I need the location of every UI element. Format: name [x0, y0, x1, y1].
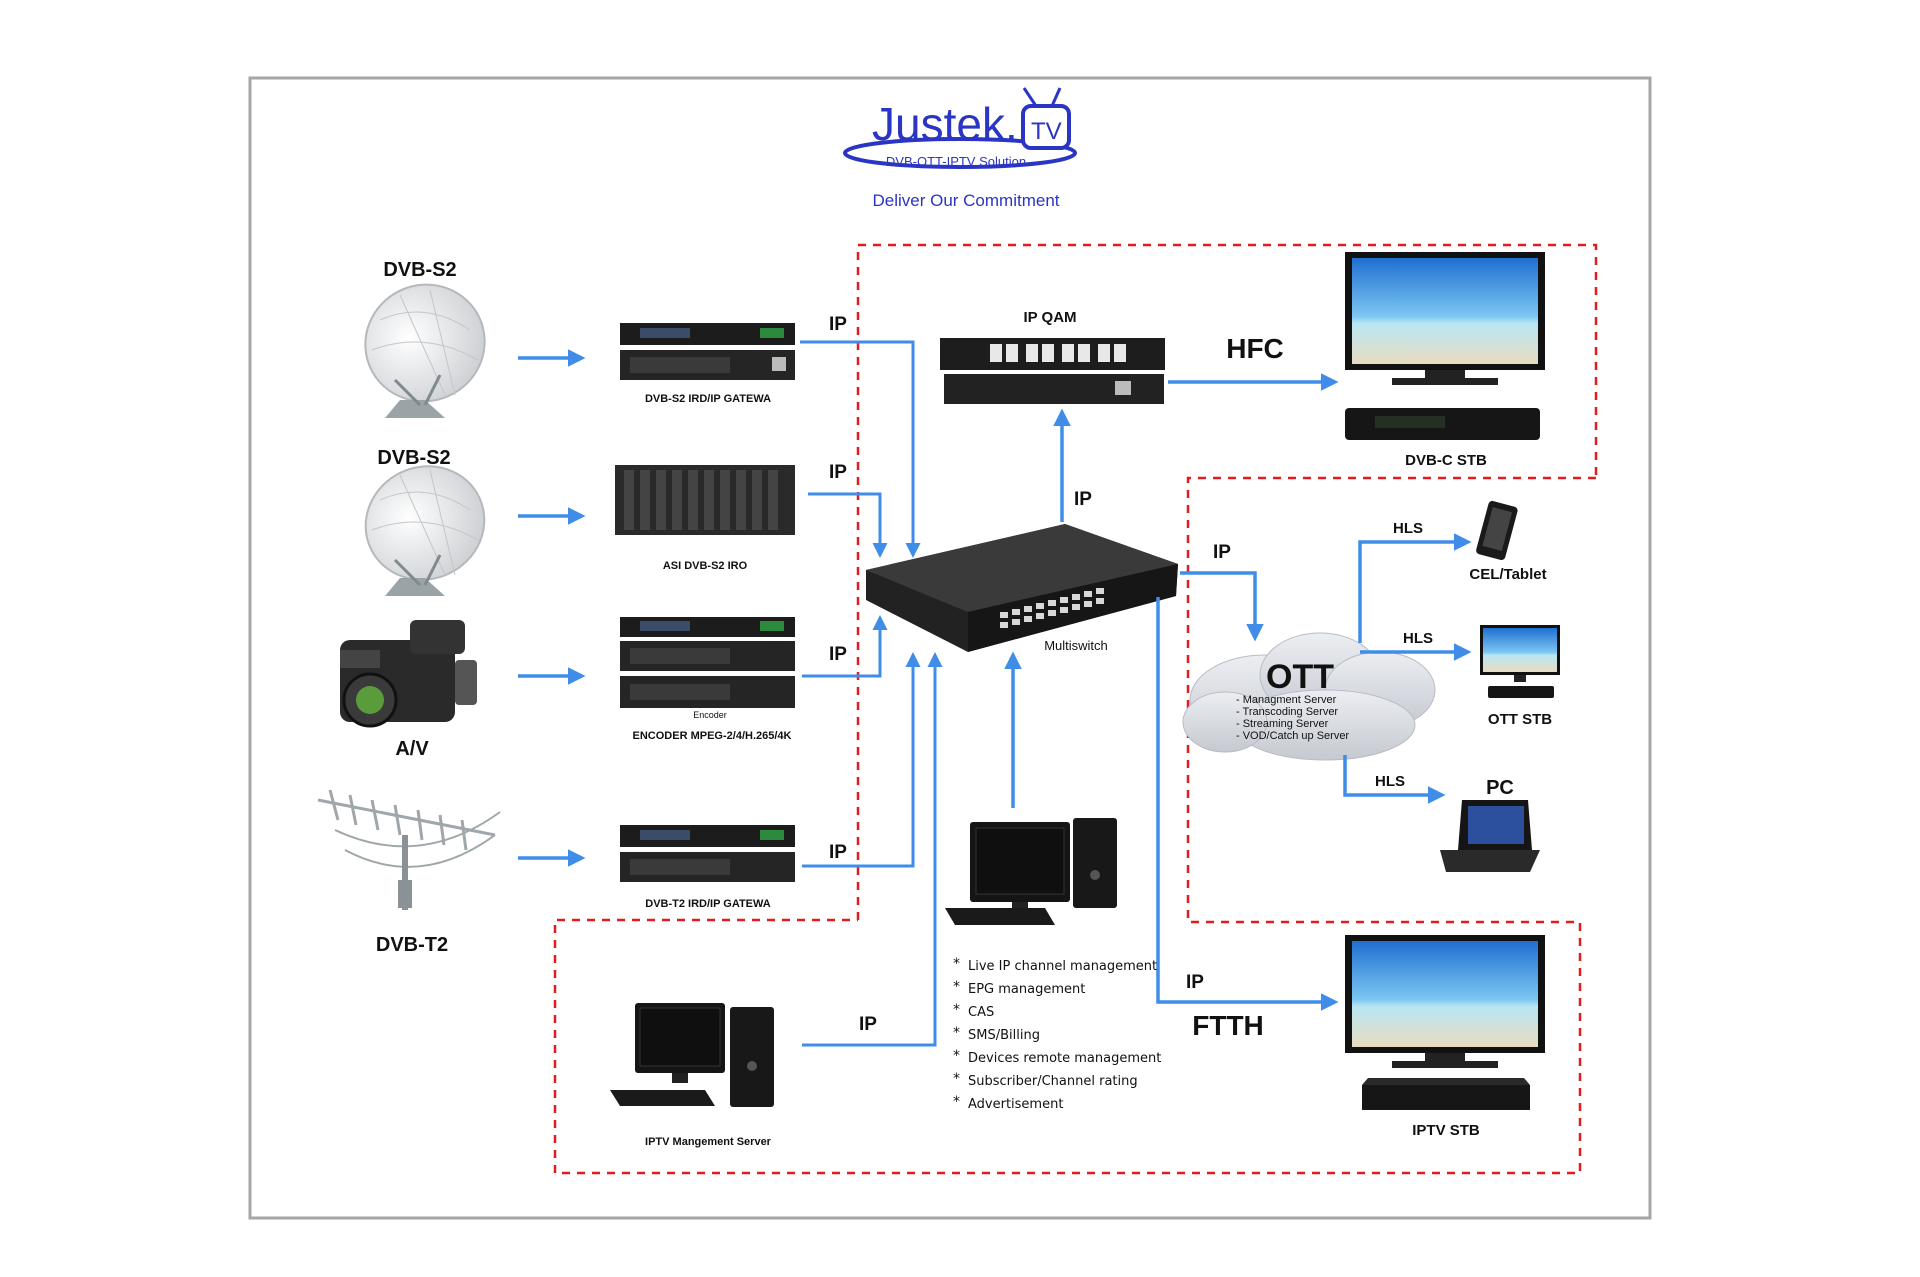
logo-brand: Justek. [872, 98, 1018, 150]
ott-service-3: - Streaming Server [1236, 718, 1329, 730]
feature-item-6: Subscriber/Channel rating [968, 1074, 1138, 1089]
ipqam-label: IP QAM [1023, 309, 1076, 326]
source-label-dvbs2-1: DVB-S2 [383, 259, 456, 281]
source-label-dvbs2-2: DVB-S2 [377, 447, 450, 469]
ip-label-mgmt: IP [859, 1014, 877, 1035]
ip-label-t2: IP [829, 842, 847, 863]
feature-bullet: * [953, 1094, 960, 1110]
dvbt2-gateway-device [620, 825, 795, 882]
hls-label-ottstb: HLS [1403, 630, 1433, 647]
ott-service-4: - VOD/Catch up Server [1236, 730, 1349, 742]
ftth-label: FTTH [1192, 1010, 1264, 1041]
asi-iro-label: ASI DVB-S2 IRO [663, 560, 748, 572]
dvbc-stb-icon [1345, 408, 1540, 440]
ip-label-encoder: IP [829, 644, 847, 665]
outer-frame [248, 76, 1652, 1220]
feature-bullet: * [953, 1071, 960, 1087]
multiswitch-label: Multiswitch [1044, 638, 1108, 653]
ip-label-gateway: IP [829, 314, 847, 335]
multiswitch-device [866, 524, 1178, 652]
iptv-stb-label: IPTV STB [1412, 1122, 1480, 1139]
arrow-t2-switch [802, 652, 921, 868]
ip-label-ipqam: IP [1074, 489, 1092, 510]
encoder-device [620, 617, 795, 708]
logo-tv: TV [1031, 118, 1062, 145]
logo: Justek. TV DVB-OTT-IPTV Solution Deliver… [843, 87, 1077, 210]
iptv-server-workstation-icon [610, 1003, 774, 1107]
source-label-av: A/V [395, 738, 429, 760]
ott-service-1: - Managment Server [1236, 694, 1337, 706]
arrow-iro-switch [808, 492, 888, 558]
dashed-regions [553, 243, 1598, 1175]
logo-tagline: DVB-OTT-IPTV Solution [886, 154, 1026, 169]
arrow-hls-pc [1343, 755, 1446, 804]
feature-bullet: * [953, 1002, 960, 1018]
gateway-t2-label: DVB-T2 IRD/IP GATEWA [645, 898, 771, 910]
hfc-tv-icon [1345, 252, 1545, 385]
encoder-tag: Encoder [693, 710, 727, 720]
satellite-dish-1-icon [364, 283, 486, 418]
arrow-hls-tablet [1358, 533, 1472, 643]
logo-swoosh [843, 137, 1077, 169]
feature-item-3: CAS [968, 1005, 994, 1020]
arrow-gateway-switch [800, 340, 921, 558]
feature-item-7: Advertisement [968, 1097, 1063, 1112]
dvbc-stb-label: DVB-C STB [1405, 452, 1487, 469]
asi-iro-device [615, 465, 795, 535]
ip-arrows-to-switch [800, 340, 943, 1047]
ott-stb-label: OTT STB [1488, 711, 1552, 728]
hls-arrows [1343, 533, 1472, 804]
iptv-tv-icon [1345, 935, 1545, 1068]
feature-bullet: * [953, 1025, 960, 1041]
ip-label-ftth: IP [1186, 972, 1204, 993]
mgmt-server-label: IPTV Mangement Server [645, 1136, 772, 1148]
feature-item-2: EPG management [968, 982, 1085, 997]
hls-label-tablet: HLS [1393, 520, 1423, 537]
feature-bullet: * [953, 956, 960, 972]
logo-tv-box [1021, 104, 1071, 150]
laptop-icon [1440, 800, 1540, 872]
dvbs2-gateway-device [620, 323, 795, 380]
ip-label-ott: IP [1213, 542, 1231, 563]
ipqam-device [940, 338, 1165, 404]
tv-antenna-icon [317, 789, 501, 910]
ip-label-iro: IP [829, 462, 847, 483]
ott-stb-tv-icon [1480, 625, 1560, 698]
feature-bullet: * [953, 1048, 960, 1064]
feature-item-1: Live IP channel management [968, 959, 1157, 974]
management-workstation-icon [945, 818, 1117, 925]
hls-label-pc: HLS [1375, 773, 1405, 790]
ott-title: OTT [1266, 658, 1334, 696]
ott-service-2: - Transcoding Server [1236, 706, 1338, 718]
cel-tablet-label: CEL/Tablet [1469, 566, 1546, 583]
satellite-dish-2-icon [364, 465, 486, 596]
smartphone-icon [1476, 500, 1518, 561]
logo-slogan: Deliver Our Commitment [872, 191, 1059, 210]
feature-item-5: Devices remote management [968, 1051, 1161, 1066]
hfc-label: HFC [1226, 333, 1284, 364]
feature-list: * Live IP channel management * EPG manag… [953, 956, 1161, 1112]
arrow-switch-ftth [1156, 597, 1339, 1011]
ott-cloud-icon [1182, 632, 1436, 761]
source-label-dvbt2: DVB-T2 [376, 934, 448, 956]
gateway-s2-label: DVB-S2 IRD/IP GATEWA [645, 393, 771, 405]
region-hfc-ott [553, 476, 1596, 1175]
pc-label: PC [1486, 777, 1514, 799]
encoder-label: ENCODER MPEG-2/4/H.265/4K [633, 730, 792, 742]
arrow-encoder-switch [802, 615, 888, 678]
feature-bullet: * [953, 979, 960, 995]
region-headend [856, 243, 1598, 920]
arrow-mgmt-switch [802, 652, 943, 1047]
arrow-switch-ott [1180, 571, 1264, 642]
feature-item-4: SMS/Billing [968, 1028, 1040, 1043]
source-arrows [518, 349, 586, 867]
iptv-stb-icon [1362, 1078, 1530, 1110]
video-camera-icon [340, 620, 477, 728]
